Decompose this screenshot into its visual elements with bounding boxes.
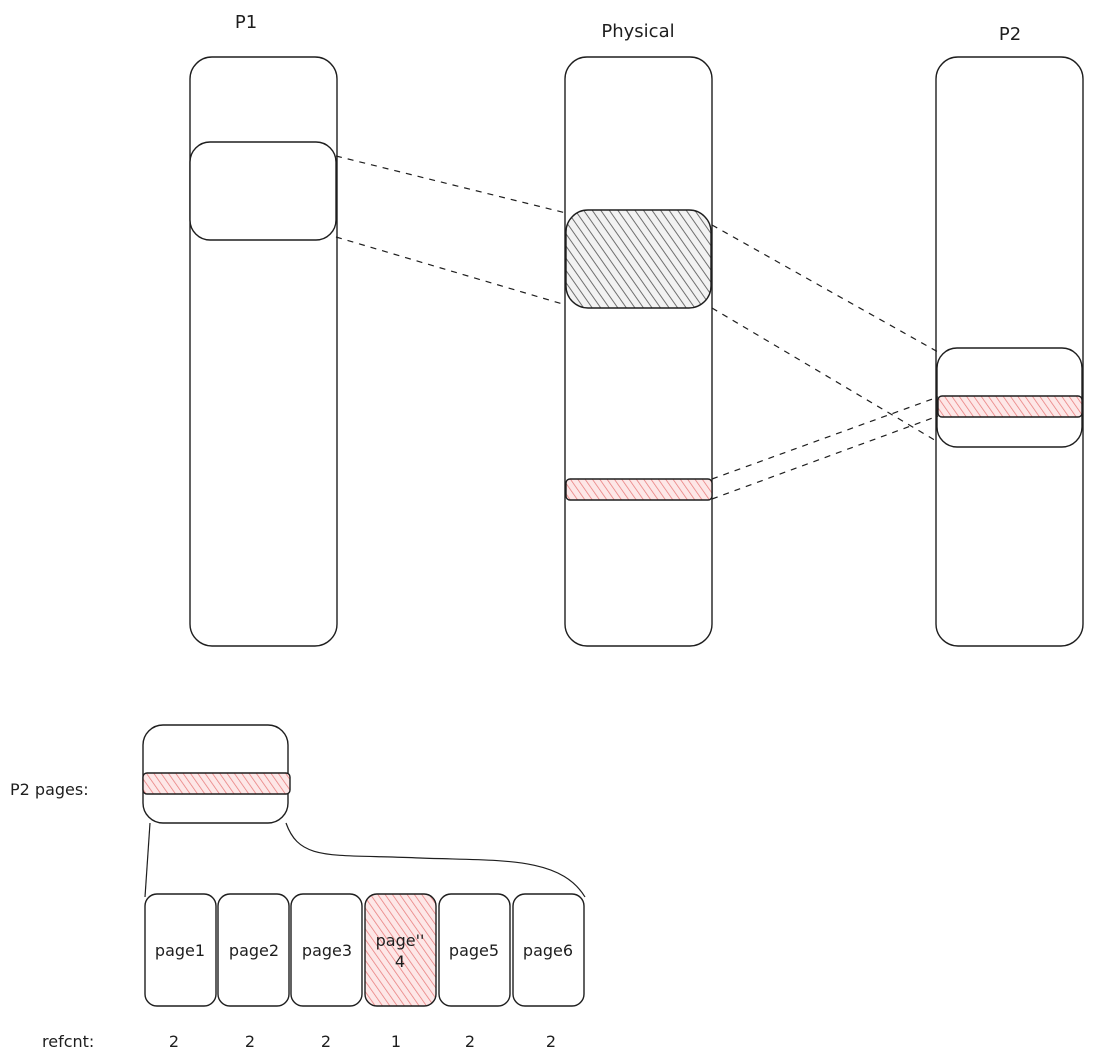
mapping-line-copied-top xyxy=(711,396,939,480)
physical-memory xyxy=(564,56,713,647)
page5-box xyxy=(438,893,511,1007)
page1-refcnt: 2 xyxy=(169,1032,179,1051)
mapping-line-p1-bottom xyxy=(335,236,567,306)
page3-box xyxy=(290,893,363,1007)
page1-label: page1 xyxy=(155,941,205,960)
p1-label: P1 xyxy=(235,12,257,33)
page2-box xyxy=(217,893,290,1007)
physical-label: Physical xyxy=(601,21,674,42)
refcnt-label: refcnt: xyxy=(42,1032,94,1051)
page6-refcnt: 2 xyxy=(546,1032,556,1051)
page5-refcnt: 2 xyxy=(465,1032,475,1051)
page5-label: page5 xyxy=(449,941,499,960)
mapping-line-p2-top xyxy=(711,224,939,353)
page4-label-line1: page'' xyxy=(376,931,425,950)
p2-pages-modified-page xyxy=(142,772,291,795)
mapping-line-p1-top xyxy=(335,155,567,214)
p2-pages-label: P2 pages: xyxy=(10,780,89,799)
physical-copied-page xyxy=(565,478,713,501)
page1-box xyxy=(144,893,217,1007)
page4-copy-box xyxy=(364,893,437,1007)
p2-modified-page xyxy=(937,395,1083,418)
region-connector-right xyxy=(285,822,586,898)
p2-label: P2 xyxy=(999,24,1021,45)
page2-refcnt: 2 xyxy=(245,1032,255,1051)
physical-shared-region xyxy=(565,209,712,309)
mapping-line-p2-bottom xyxy=(711,307,939,443)
page6-label: page6 xyxy=(523,941,573,960)
page2-label: page2 xyxy=(229,941,279,960)
page4-refcnt: 1 xyxy=(391,1032,401,1051)
page6-box xyxy=(512,893,585,1007)
region-connector-left xyxy=(144,822,151,898)
page-list: page1 page2 page3 page'' 4 page5 page6 xyxy=(144,893,585,1007)
page4-label-line2: 4 xyxy=(395,952,405,971)
p1-mapped-region xyxy=(189,141,337,241)
mapping-line-copied-bottom xyxy=(711,415,939,500)
page3-refcnt: 2 xyxy=(321,1032,331,1051)
page3-label: page3 xyxy=(302,941,352,960)
